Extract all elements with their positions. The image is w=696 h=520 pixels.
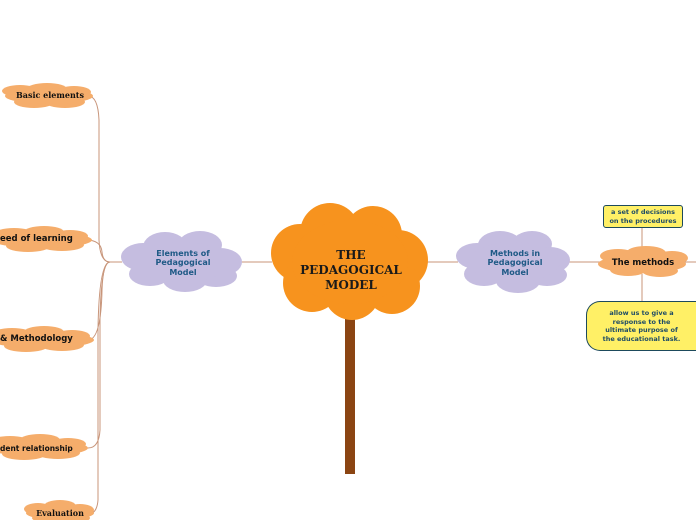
left-topic-line-1: Elements of [156, 248, 210, 258]
note-decisions[interactable]: a set of decisions on the procedures [603, 205, 683, 228]
leaf-cloud-methods [598, 246, 688, 277]
left-topic-line-2: Pedagogical [155, 258, 211, 268]
leaf-basic-elements[interactable]: Basic elements [16, 90, 84, 101]
leaf-evaluation[interactable]: Evaluation [36, 508, 84, 519]
left-topic-cloud [121, 231, 242, 292]
root-title-line-3: MODEL [325, 277, 377, 292]
note-purpose-line-3: ultimate purpose of [605, 326, 678, 334]
tree-trunk [345, 300, 355, 474]
note-decisions-line-2: on the procedures [609, 216, 677, 225]
right-topic-line-3: Model [501, 267, 529, 277]
root-cloud [271, 203, 428, 320]
right-topic-cloud [456, 231, 570, 293]
note-purpose-line-1: allow us to give a [609, 309, 674, 317]
root-title[interactable]: THE PEDAGOGICAL MODEL [280, 244, 422, 296]
left-topic-label[interactable]: Elements of Pedagogical Model [128, 246, 238, 280]
leaf-methodology[interactable]: & Methodology [0, 334, 73, 345]
connector-left-evaluation [87, 261, 111, 515]
leaf-cloud-evaluation [24, 500, 94, 520]
right-topic-line-2: Pedagogical [487, 258, 543, 268]
leaf-cloud-basic [2, 83, 93, 108]
leaf-cloud-method [0, 326, 94, 352]
leaf-cloud-relationship [0, 434, 88, 460]
left-topic-line-3: Model [169, 267, 197, 277]
root-title-line-2: PEDAGOGICAL [300, 262, 402, 277]
connector-left-basic [87, 95, 122, 263]
right-topic-label[interactable]: Methods in Pedagogical Model [462, 246, 568, 280]
leaf-the-methods[interactable]: The methods [611, 258, 675, 269]
root-title-line-1: THE [336, 247, 366, 262]
connectors [85, 95, 696, 515]
note-purpose-line-2: response to the [612, 317, 671, 326]
note-purpose[interactable]: allow us to give a response to the ultim… [586, 301, 696, 351]
note-purpose-line-4: the educational task. [602, 334, 681, 343]
note-decisions-line-1: a set of decisions [610, 208, 676, 216]
connector-left-relationship [87, 261, 111, 449]
leaf-student-relationship[interactable]: dent relationship [0, 443, 73, 453]
connector-left-need [85, 239, 111, 263]
right-topic-line-1: Methods in [489, 248, 541, 258]
leaf-need-of-learning[interactable]: eed of learning [0, 234, 73, 245]
leaf-cloud-need [0, 226, 92, 252]
